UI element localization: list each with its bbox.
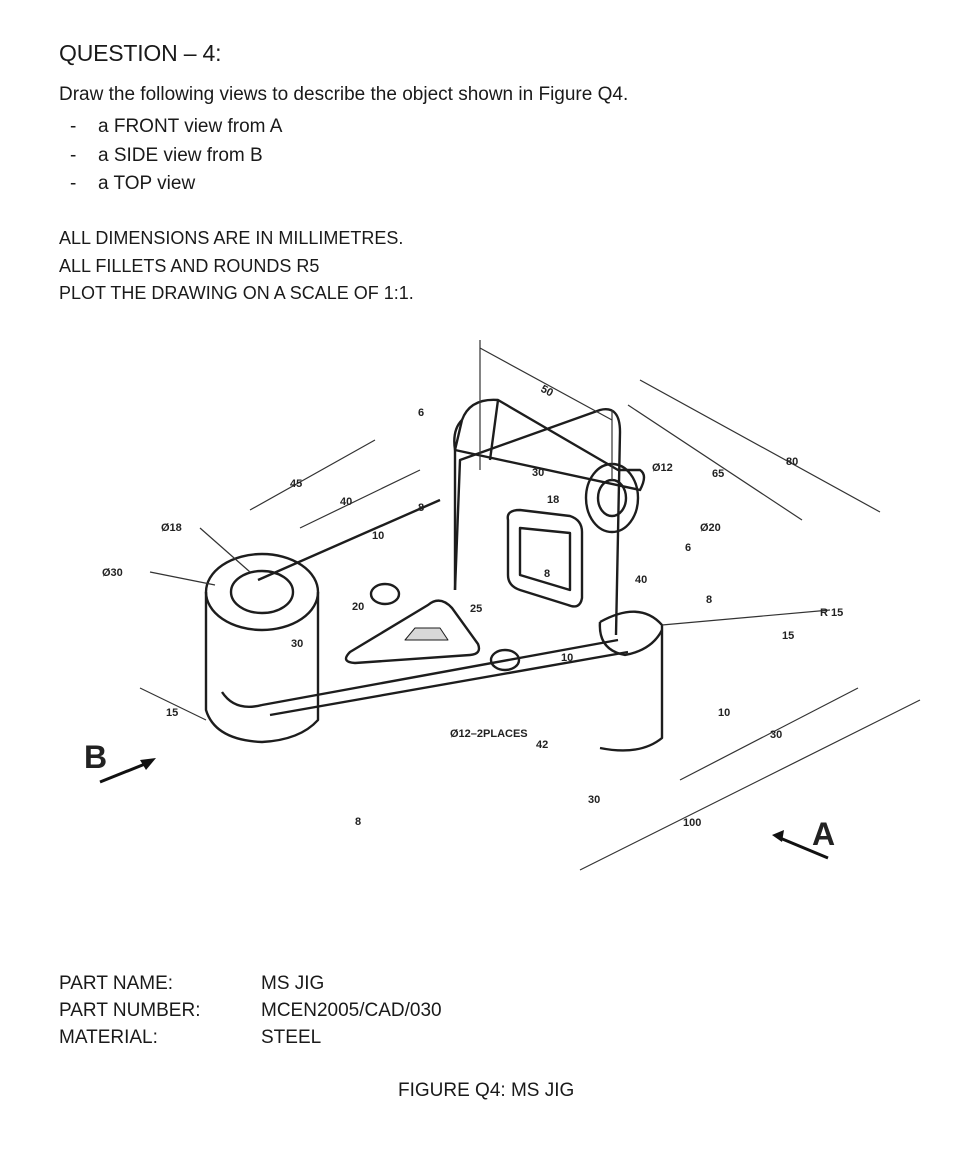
material-value: STEEL (261, 1027, 322, 1048)
dim-phi12: Ø12 (652, 462, 673, 474)
instructions-text: Draw the following views to describe the… (59, 84, 629, 105)
upright-slot-inner (518, 526, 572, 592)
dim-8: 8 (544, 568, 550, 580)
dim-65: 65 (712, 468, 724, 480)
dim-phi12-2places: Ø12–2PLACES (450, 728, 528, 740)
base-plate (220, 498, 619, 709)
dim-25: 25 (470, 603, 482, 615)
upright-front (453, 408, 622, 636)
view-item-text: a TOP view (98, 173, 196, 194)
dim-40: 40 (635, 574, 647, 586)
dim-40: 40 (340, 496, 352, 508)
views-list: -a FRONT view from A -a SIDE view from B… (70, 113, 282, 199)
isometric-drawing: 50 6 30 18 8 Ø12 65 80 Ø20 6 40 8 R 15 1… (84, 340, 921, 871)
dim-line-15 (139, 687, 207, 721)
arrow-b-head-icon (140, 758, 156, 770)
drawing-notes: ALL DIMENSIONS ARE IN MILLIMETRES. ALL F… (59, 225, 414, 308)
dim-10: 10 (372, 530, 384, 542)
base-plate-edge (269, 650, 629, 717)
dim-line-r15 (661, 609, 831, 626)
view-item-text: a FRONT view from A (98, 116, 283, 137)
dim-line-30 (679, 687, 859, 781)
list-bullet: - (70, 144, 77, 166)
arrow-a-head-icon (772, 830, 784, 842)
dim-phi30: Ø30 (102, 567, 123, 579)
part-info: PART NAME: MS JIG PART NUMBER: MCEN2005/CA… (59, 970, 442, 1051)
dim-10: 10 (561, 652, 573, 664)
question-title: QUESTION – 4 (59, 40, 216, 66)
material-label: MATERIAL: (59, 1027, 158, 1048)
dim-15: 15 (782, 630, 794, 642)
left-boss-bore (229, 569, 295, 615)
hole-left (369, 582, 401, 606)
view-label-b: B (84, 739, 107, 775)
dim-line-phi30 (149, 571, 216, 586)
arrow-a-icon (779, 836, 829, 860)
left-boss-top (204, 552, 320, 632)
dim-line-50 (479, 340, 613, 480)
upright-slot (506, 508, 584, 608)
arrow-b-icon (99, 760, 151, 784)
dim-6: 6 (418, 407, 424, 419)
dim-30: 30 (532, 467, 544, 479)
note-dimensions: ALL DIMENSIONS ARE IN MILLIMETRES. (59, 228, 404, 248)
part-name-row: PART NAME: MS JIG (59, 970, 442, 997)
dim-15: 15 (166, 707, 178, 719)
dim-30: 30 (291, 638, 303, 650)
top-cylinder (453, 398, 646, 492)
jig-outline (204, 398, 664, 752)
list-bullet: - (70, 116, 77, 137)
note-scale: PLOT THE DRAWING ON A SCALE OF 1:1. (59, 283, 414, 303)
dim-30: 30 (588, 794, 600, 806)
dim-8: 8 (355, 816, 361, 828)
dim-10: 10 (718, 707, 730, 719)
dim-100: 100 (683, 817, 701, 829)
part-number-row: PART NUMBER: MCEN2005/CAD/030 (59, 997, 442, 1024)
right-boss-top (598, 621, 664, 657)
triangular-slot-floor (404, 627, 449, 641)
part-number-label: PART NUMBER: (59, 1000, 201, 1021)
dim-6: 6 (685, 542, 691, 554)
hole-right (489, 648, 521, 672)
top-cylinder-bore (596, 478, 628, 518)
dim-20: 20 (352, 601, 364, 613)
dim-45: 45 (290, 478, 302, 490)
dim-r15: R 15 (820, 607, 843, 619)
right-boss-body (599, 610, 664, 752)
question-suffix: : (215, 40, 222, 66)
view-direction-markers: B A (84, 739, 835, 860)
dimension-lines (139, 340, 921, 871)
dim-8: 8 (706, 594, 712, 606)
dim-phi20: Ø20 (700, 522, 721, 534)
rear-web (453, 399, 500, 590)
dim-phi18: Ø18 (161, 522, 182, 534)
note-fillets: ALL FILLETS AND ROUNDS R5 (59, 255, 320, 276)
question-heading: QUESTION – 4: (59, 40, 222, 67)
list-bullet: - (70, 173, 77, 194)
dim-30: 30 (770, 729, 782, 741)
dim-line-45 (249, 439, 421, 529)
view-item-text: a SIDE view from B (98, 144, 263, 166)
view-label-a: A (812, 816, 835, 852)
triangular-slot (344, 599, 481, 665)
dimension-labels: 50 6 30 18 8 Ø12 65 80 Ø20 6 40 8 R 15 1… (102, 383, 843, 829)
dim-80: 80 (786, 456, 798, 468)
view-item-top: -a TOP view (70, 170, 282, 199)
dim-50: 50 (539, 383, 555, 399)
dim-18: 18 (547, 494, 559, 506)
part-number-value: MCEN2005/CAD/030 (261, 1000, 442, 1021)
dim-line-100 (579, 699, 921, 871)
dim-line-phi18 (199, 527, 251, 573)
view-item-front: -a FRONT view from A (70, 113, 282, 142)
material-row: MATERIAL: STEEL (59, 1024, 442, 1051)
dim-line-80 (627, 379, 881, 521)
view-item-side: -a SIDE view from B (70, 142, 282, 171)
part-name-label: PART NAME: (59, 973, 174, 994)
dim-8: 8 (418, 502, 424, 514)
figure-caption: FIGURE Q4: MS JIG (398, 1080, 575, 1101)
dim-42: 42 (536, 739, 548, 751)
part-name-value: MS JIG (261, 973, 325, 994)
left-boss-body (204, 592, 320, 744)
